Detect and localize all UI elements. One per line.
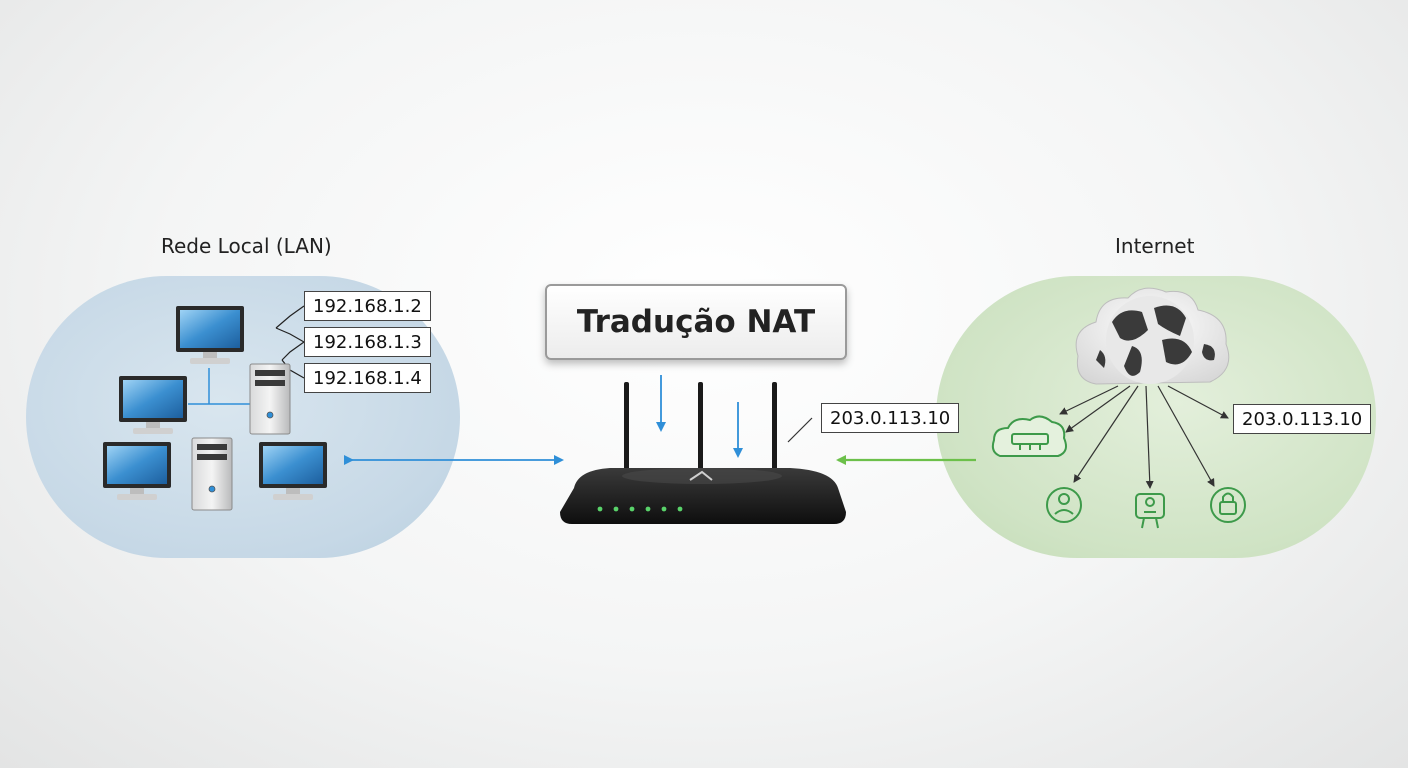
router-ip-leader — [787, 417, 813, 443]
monitor-icon — [103, 442, 171, 500]
monitor-icon — [119, 376, 187, 434]
internet-label: Internet — [1115, 234, 1195, 258]
monitor-icon — [259, 442, 327, 500]
router-public-ip: 203.0.113.10 — [821, 403, 960, 433]
lan-ip-box: 192.168.1.3 — [304, 327, 431, 357]
nat-translation-box: Tradução NAT — [545, 284, 847, 360]
cloud-device-icon — [991, 415, 1067, 457]
tower-server-icon — [191, 437, 233, 511]
lan-wiring — [188, 368, 250, 405]
internet-links — [1059, 385, 1229, 489]
internet-ip: 203.0.113.10 — [1233, 404, 1372, 434]
lock-user-icon — [1210, 487, 1246, 523]
person-icon — [1135, 493, 1165, 529]
tower-server-icon — [249, 363, 291, 435]
lan-ip-box: 192.168.1.4 — [304, 363, 431, 393]
monitor-icon — [176, 306, 244, 364]
router-icon — [560, 382, 846, 524]
user-icon — [1046, 487, 1082, 523]
lan-ip-box: 192.168.1.2 — [304, 291, 431, 321]
globe-cloud-icon — [1075, 287, 1230, 385]
nat-title: Tradução NAT — [576, 304, 816, 340]
lan-label: Rede Local (LAN) — [161, 234, 332, 258]
